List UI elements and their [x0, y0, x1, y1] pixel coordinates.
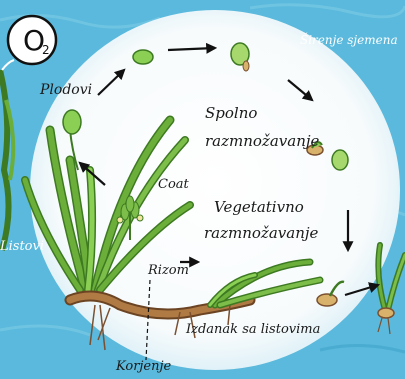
label-korijenje: Korjenje	[115, 359, 172, 374]
label-sirenje-sjemena: Širenje sjemena	[300, 31, 398, 47]
seedling-stage	[317, 294, 337, 306]
label-plodovi: Plodovi	[39, 82, 92, 98]
label-vegetativno-line1: Vegetativno	[214, 198, 304, 216]
label-vegetativno-line2: razmnožavanje	[204, 224, 319, 242]
cycle-circle	[30, 10, 400, 370]
label-izdanak: Izdanak sa listovima	[185, 322, 320, 337]
seed-stage-4	[332, 150, 348, 170]
label-spolno-line2: razmnožavanje	[205, 132, 320, 150]
label-coat: Coat	[158, 177, 190, 192]
label-rizom: Rizom	[147, 263, 189, 278]
fruit-stage-1	[133, 50, 153, 64]
oxygen-subscript: 2	[42, 43, 50, 57]
label-listovi: Listovi	[0, 239, 44, 254]
label-spolno-line1: Spolno	[205, 104, 257, 122]
